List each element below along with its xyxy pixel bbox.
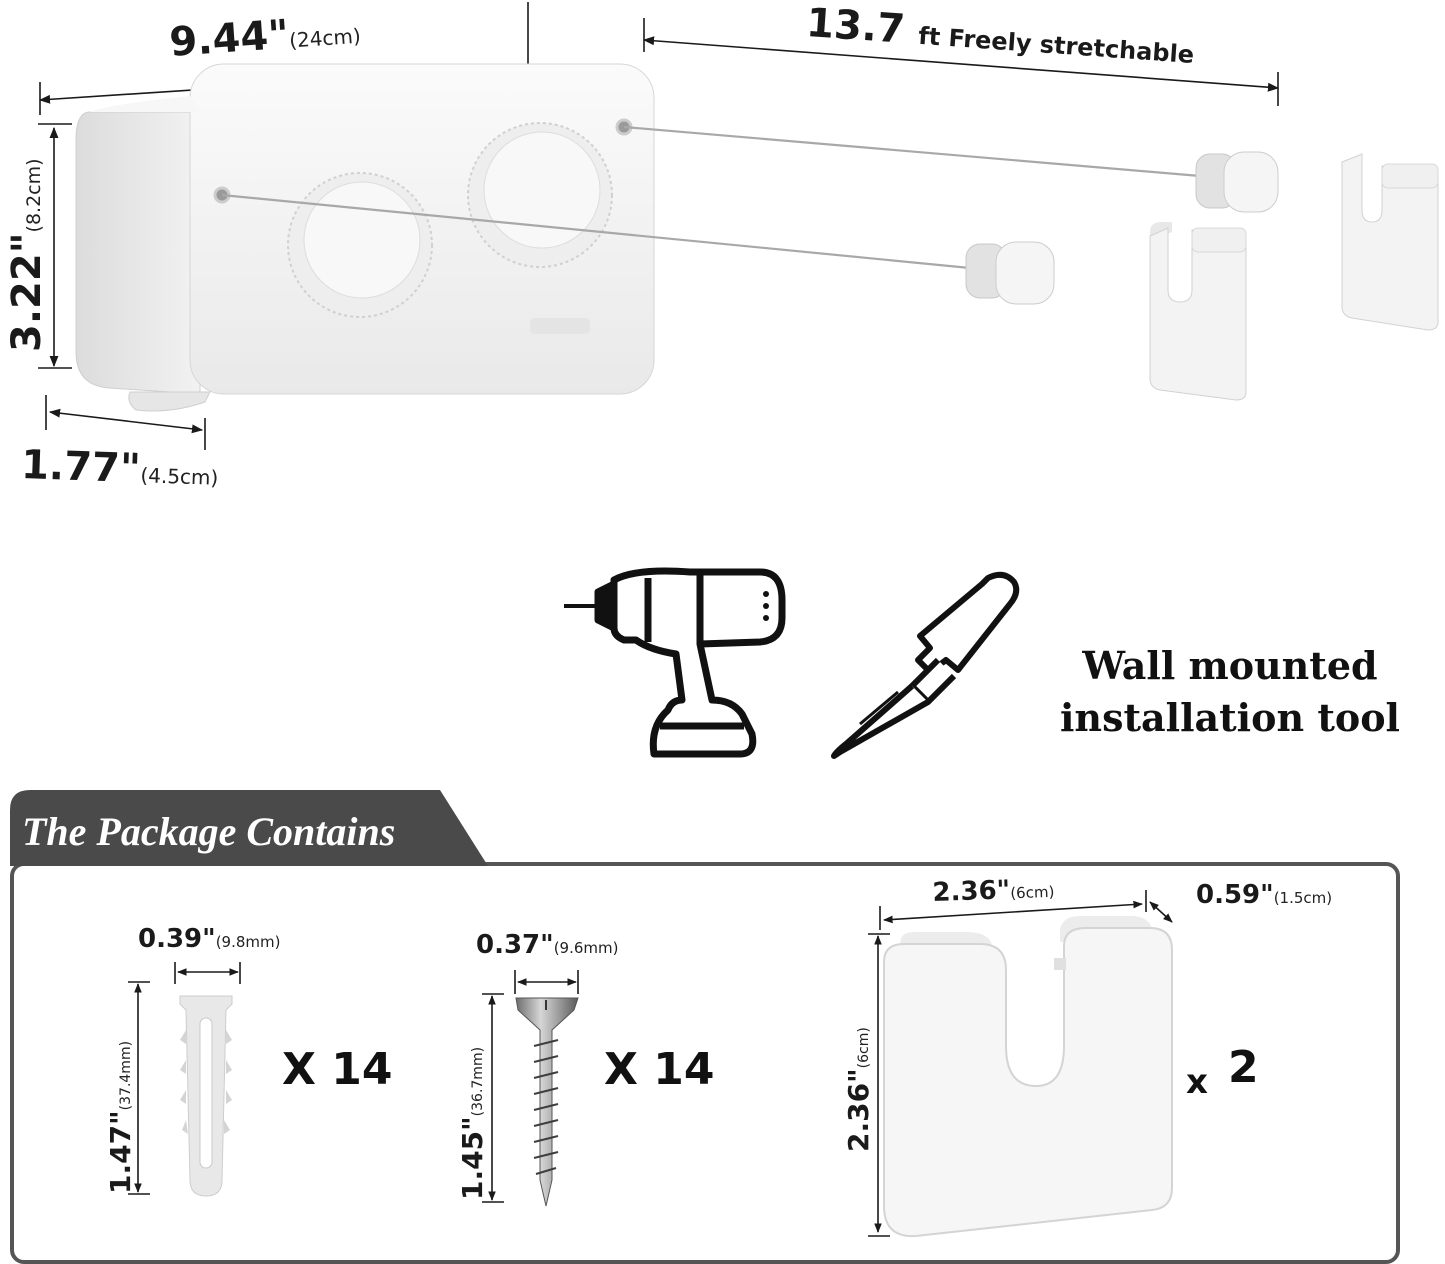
wall-hook-back	[1341, 153, 1439, 331]
anchor-quantity: X 14	[282, 1044, 393, 1095]
anchor-length-value: 1.47"	[104, 1110, 137, 1194]
wire-end-knob-lower	[965, 241, 1055, 305]
screw-length-label: 1.45"(36.7mm)	[456, 1047, 489, 1200]
screw-quantity: X 14	[604, 1044, 715, 1095]
wire-end-knob-upper	[1195, 151, 1279, 213]
hook-height-value: 2.36"	[842, 1068, 875, 1152]
hook-width-label: 2.36"(6cm)	[932, 874, 1055, 908]
left-knob	[287, 172, 433, 318]
screwdriver-icon	[831, 571, 1020, 759]
depth-value: 1.77"	[20, 442, 142, 493]
right-knob	[467, 122, 613, 268]
width-value: 9.44"	[168, 11, 291, 66]
clothesline-main-body	[75, 63, 655, 412]
depth-label: 1.77"(4.5cm)	[20, 442, 219, 495]
screw-width-metric: (9.6mm)	[553, 939, 619, 957]
hook-width-value: 2.36"	[932, 875, 1011, 908]
wall-hook-front	[1149, 222, 1247, 401]
anchor-width-value: 0.39"	[138, 924, 216, 954]
anchor-length-label: 1.47"(37.4mm)	[104, 1041, 137, 1194]
screw-length-value: 1.45"	[456, 1116, 489, 1200]
height-metric: (8.2cm)	[23, 158, 45, 233]
hook-height-label: 2.36"(6cm)	[842, 1027, 875, 1152]
screw-width-label: 0.37"(9.6mm)	[476, 930, 619, 960]
tools-title-line2: installation tool	[1060, 695, 1400, 740]
height-value: 3.22"	[4, 232, 50, 352]
hook-height-metric: (6cm)	[856, 1027, 872, 1069]
product-illustration	[38, 2, 1439, 450]
hook-quantity-x: x	[1186, 1062, 1208, 1102]
hook-depth-label: 0.59"(1.5cm)	[1196, 880, 1332, 910]
hook-depth-value: 0.59"	[1196, 880, 1274, 910]
hook-depth-metric: (1.5cm)	[1273, 889, 1333, 907]
power-drill-icon	[564, 567, 786, 758]
package-title: The Package Contains	[22, 809, 396, 854]
hook-width-metric: (6cm)	[1009, 882, 1055, 903]
width-metric: (24cm)	[288, 23, 362, 53]
stretch-value: 13.7	[804, 0, 907, 53]
anchor-width-metric: (9.8mm)	[215, 933, 281, 951]
clothesline-wires	[221, 125, 1201, 270]
depth-metric: (4.5cm)	[140, 463, 219, 490]
tools-title-line1: Wall mounted	[1082, 643, 1378, 688]
screw-length-metric: (36.7mm)	[470, 1046, 486, 1117]
screw-width-value: 0.37"	[476, 930, 554, 960]
height-label: 3.22"(8.2cm)	[4, 158, 50, 352]
anchor-width-label: 0.39"(9.8mm)	[138, 924, 281, 954]
hook-quantity-number: 2	[1228, 1042, 1259, 1093]
tools-title: Wall mounted installation tool	[1030, 640, 1430, 744]
anchor-length-metric: (37.4mm)	[118, 1040, 134, 1111]
